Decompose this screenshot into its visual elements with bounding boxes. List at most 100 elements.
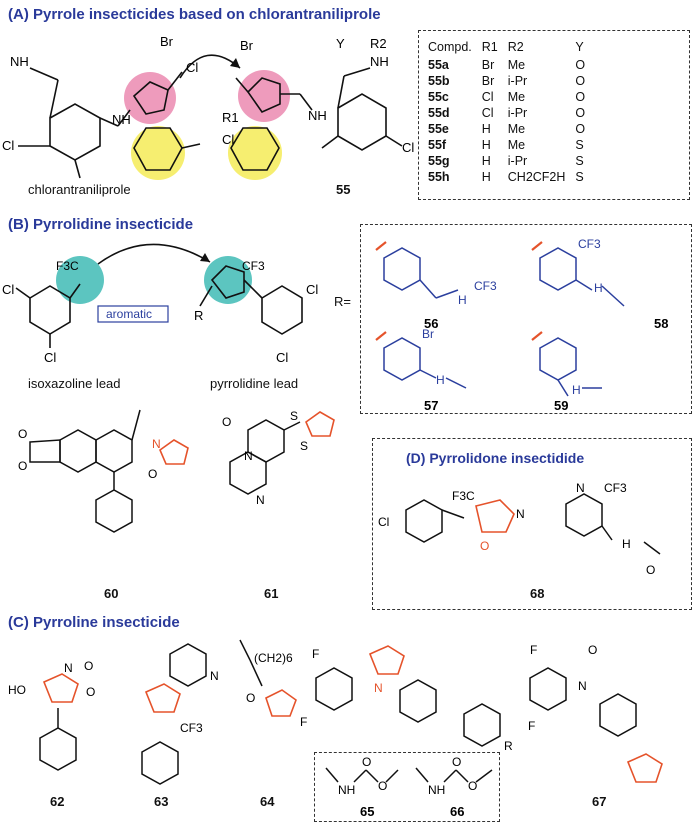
atom-label: Cl — [402, 140, 414, 155]
atom-label: N — [64, 661, 73, 675]
section-c-title: (C) Pyrroline insecticide — [8, 614, 180, 631]
atom-label: N — [578, 679, 587, 693]
atom-label: F — [300, 715, 307, 729]
ring-57 — [383, 337, 421, 381]
atom-label: Cl — [2, 138, 14, 153]
atom-label: Cl — [186, 60, 198, 75]
table-cell: 55c — [428, 90, 449, 104]
atom-label: O — [468, 779, 477, 793]
atom-label: Cl — [276, 350, 288, 365]
atom-label: S — [290, 409, 298, 423]
atom-label: N — [374, 681, 383, 695]
table-cell: Me — [507, 122, 526, 136]
chlorantraniliprole-skeleton — [18, 67, 201, 179]
compound-68-label: 68 — [530, 586, 545, 601]
table-cell: Br — [481, 58, 495, 72]
ring-63-pyridine — [169, 643, 207, 687]
table-cell: 55g — [428, 154, 450, 168]
pyrroline-64 — [265, 689, 297, 717]
ring-biphenyl-c — [463, 703, 501, 747]
r-group-structures: H CF3 CF3 H Br H H 56 58 57 59 — [375, 237, 668, 412]
pyrrolidine-skeleton — [199, 265, 303, 335]
section-d-title: (D) Pyrrolidone insectidide — [406, 450, 585, 466]
table-cell: Me — [507, 90, 526, 104]
atom-label: R — [194, 308, 203, 323]
table-cell: H — [481, 154, 491, 168]
table-cell: H — [481, 170, 491, 184]
table-cell: O — [575, 122, 586, 136]
atom-label: F — [312, 647, 319, 661]
table-cell: O — [575, 58, 586, 72]
pyrrolidine-caption: pyrrolidine lead — [210, 376, 299, 391]
atom-label: Y — [336, 36, 345, 51]
atom-label: O — [18, 427, 27, 441]
table-cell: 55d — [428, 106, 450, 120]
pyridine-highlight — [131, 126, 185, 180]
carbamate-structures: NH O O NH O O 65 66 — [325, 755, 493, 819]
isoxazoline-caption: isoxazoline lead — [28, 376, 121, 391]
table-cell: Me — [507, 58, 526, 72]
table-cell: S — [575, 170, 584, 184]
atom-label: O — [452, 755, 461, 769]
pyrrolinone-62 — [42, 673, 79, 703]
atom-label: Cl — [44, 350, 56, 365]
compound-67-label: 67 — [592, 794, 607, 809]
atom-label: H — [436, 373, 445, 387]
compound-number: 59 — [554, 398, 568, 412]
r-group-box — [360, 224, 692, 414]
table-cell: O — [575, 74, 586, 88]
atom-label: CF3 — [578, 237, 601, 251]
ring-67-aryl — [599, 693, 637, 737]
atom-label: N — [256, 493, 265, 507]
scheme-b-structures: Cl Cl F3C CF3 R Cl Cl aromatic — [2, 243, 318, 365]
section-b-title: (B) Pyrrolidine insecticide — [8, 216, 194, 233]
ring-62 — [39, 727, 77, 771]
atom-label: O — [480, 539, 489, 553]
atom-label: O — [378, 779, 387, 793]
atom-label: F3C — [452, 489, 475, 503]
carbamate-box — [314, 752, 500, 822]
atom-label: R2 — [370, 36, 387, 51]
atom-label: Cl — [378, 515, 389, 529]
atom-label: NH — [370, 54, 389, 69]
atom-label: O — [222, 415, 231, 429]
section-a-title: (A) Pyrrole insecticides based on chlora… — [8, 6, 381, 23]
compounds-60-61: O O O N O S S N N — [18, 409, 335, 533]
chlorantraniliprole-caption: chlorantraniliprole — [28, 182, 131, 197]
compound-number: 58 — [654, 316, 668, 331]
atom-label: Cl — [306, 282, 318, 297]
atom-label: N — [576, 481, 585, 495]
compound-64-label: 64 — [260, 794, 275, 809]
atom-label: O — [148, 467, 157, 481]
pyridine-highlight-2 — [228, 126, 282, 180]
atom-label: NH — [428, 783, 445, 797]
atom-label: Br — [240, 38, 254, 53]
isoxazoline-highlight — [56, 256, 104, 304]
atom-label: Cl — [222, 132, 234, 147]
table-cell: H — [481, 122, 491, 136]
atom-label: R — [504, 739, 513, 753]
compound-number: 57 — [424, 398, 438, 412]
table-cell: O — [575, 90, 586, 104]
compound-68-structure: Cl F3C N O N CF3 H O — [378, 481, 661, 577]
atom-label: N — [152, 437, 161, 451]
table-header: Y — [575, 40, 584, 54]
atom-label: O — [246, 691, 255, 705]
ring-biphenyl-b — [399, 679, 437, 723]
atom-label: O — [588, 643, 597, 657]
atom-label: S — [300, 439, 308, 453]
pyrrazole-highlight — [124, 72, 176, 124]
compound-number: 65 — [360, 804, 374, 819]
atom-label: CF3 — [474, 279, 497, 293]
pyrroline-63 — [144, 683, 181, 713]
table-cell: Cl — [481, 90, 494, 104]
atom-label: H — [622, 537, 631, 551]
